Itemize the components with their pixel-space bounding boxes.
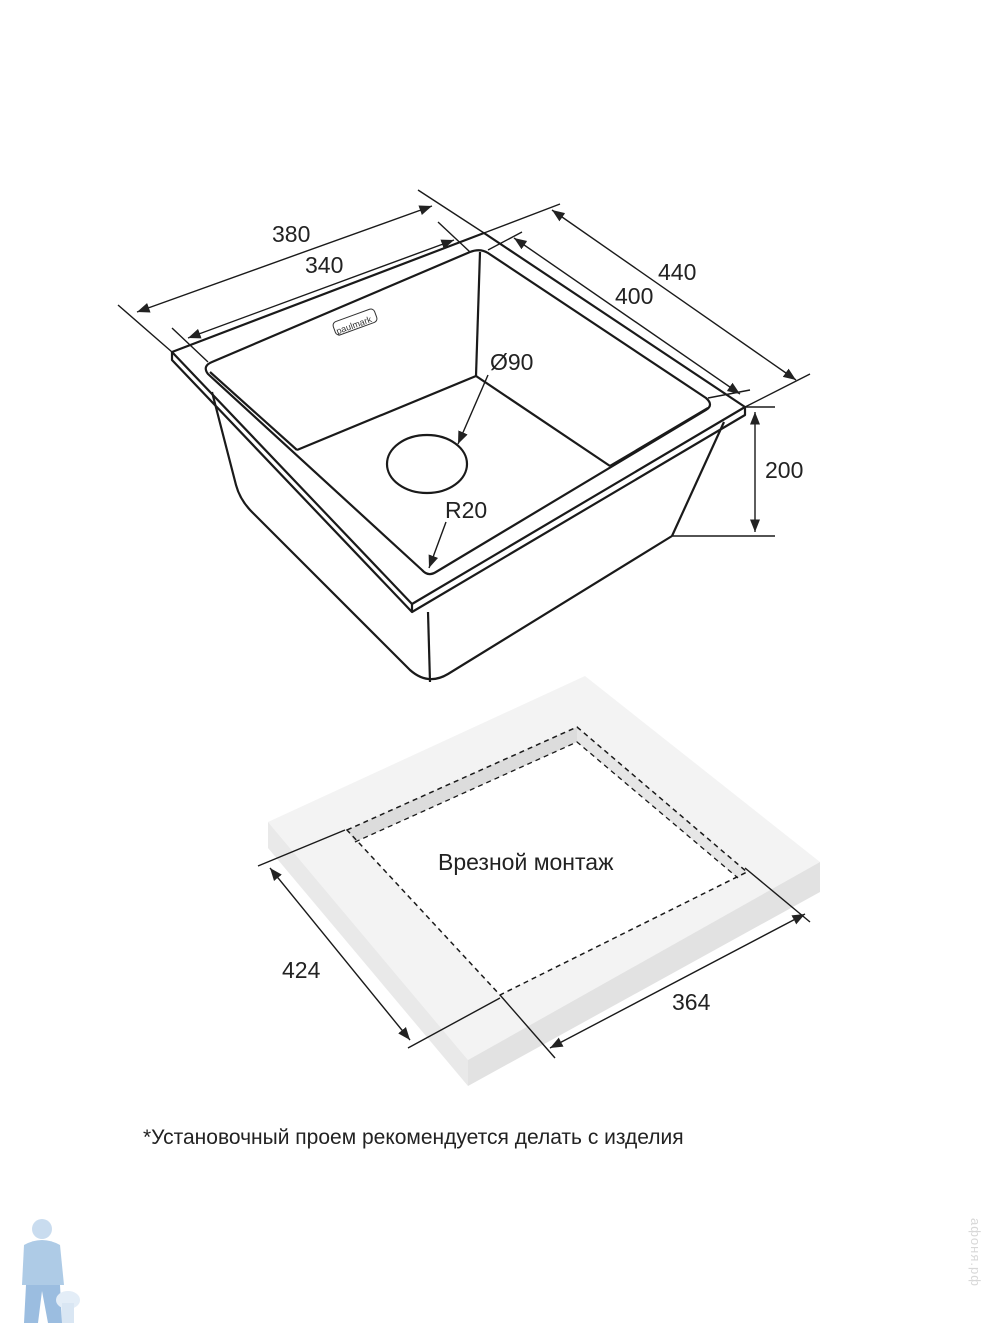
dim-radius: R20 <box>445 497 487 523</box>
countertop-cutout <box>268 676 820 1086</box>
cutout-title: Врезной монтаж <box>438 849 614 875</box>
dimension-lines <box>117 189 811 569</box>
dim-340: 340 <box>305 252 343 278</box>
dim-drain: Ø90 <box>490 349 533 375</box>
dim-424: 424 <box>282 957 321 983</box>
dim-380: 380 <box>272 221 310 247</box>
sink-body <box>170 231 747 683</box>
dim-440: 440 <box>658 259 696 285</box>
plumber-mascot-icon <box>22 1219 80 1323</box>
cutout-dimension-lines <box>257 829 811 1059</box>
dim-364: 364 <box>672 989 711 1015</box>
drain-hole <box>385 433 469 495</box>
footnote: *Установочный проем рекомендуется делать… <box>143 1126 684 1149</box>
watermark: афоня.рф <box>968 1218 983 1287</box>
dim-400: 400 <box>615 283 653 309</box>
dim-200: 200 <box>765 457 803 483</box>
